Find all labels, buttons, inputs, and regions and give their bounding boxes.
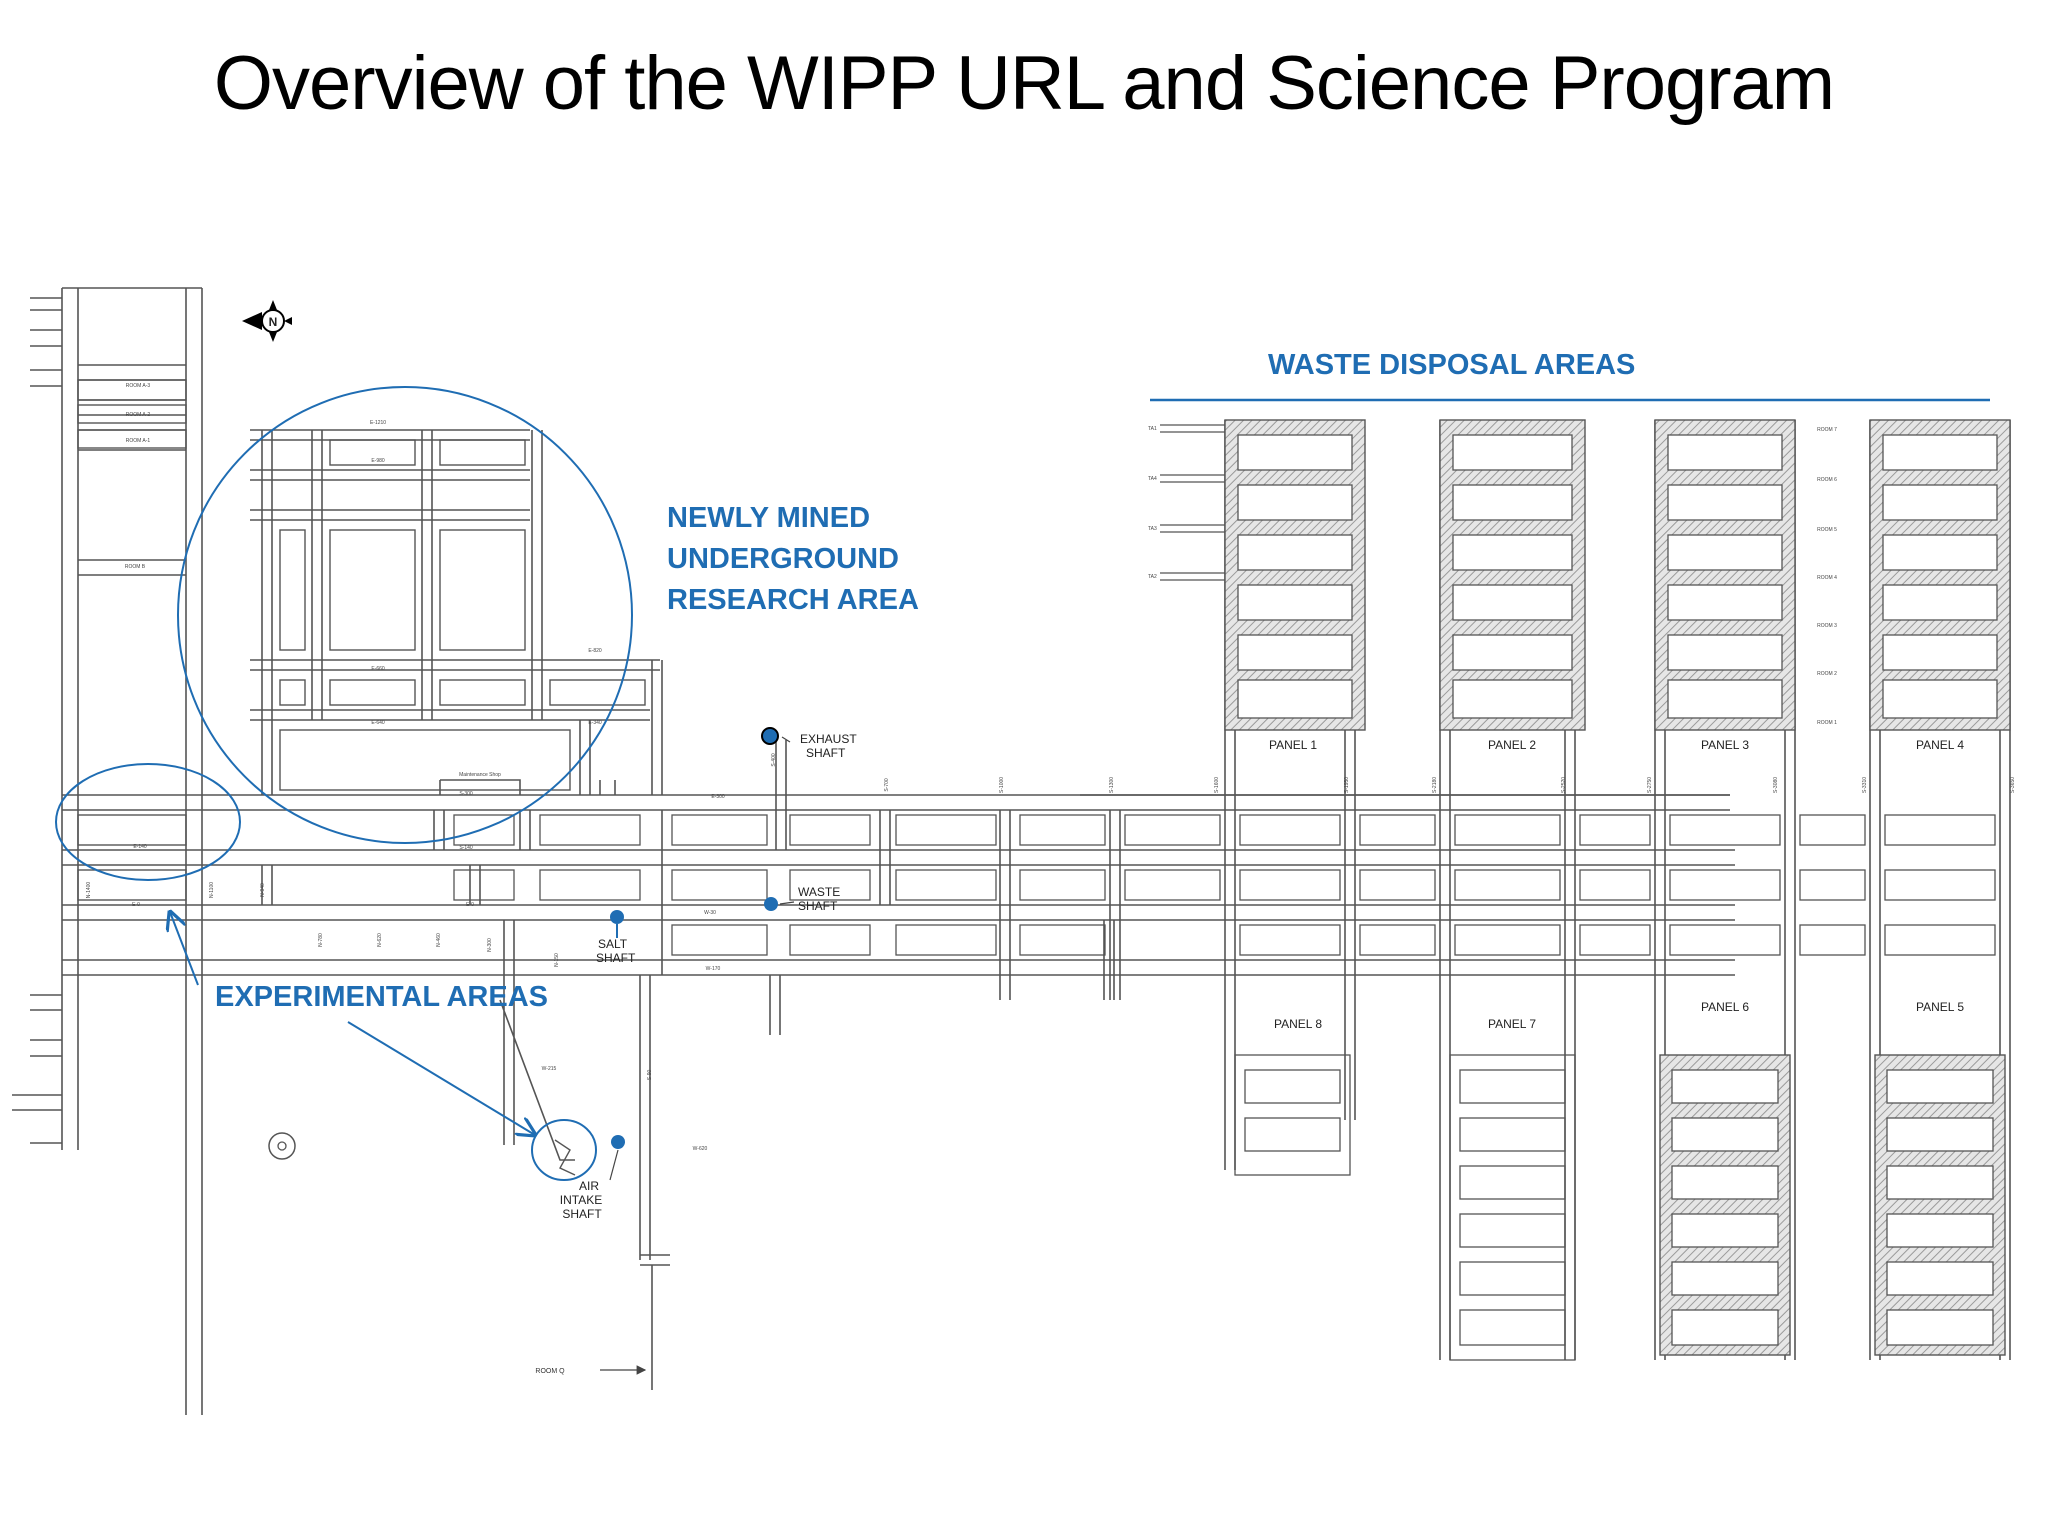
label-e980: E-980	[371, 458, 385, 464]
label-n300: N-300	[487, 938, 493, 952]
label-s1600: S-1600	[1214, 777, 1220, 793]
label-s400: S-400	[771, 753, 777, 767]
label-e140-west: E-140	[133, 844, 147, 850]
callout-newly-mined-line-3: RESEARCH AREA	[667, 584, 919, 616]
label-panel-3: PANEL 3	[1701, 738, 1749, 752]
label-panel-8: PANEL 8	[1274, 1017, 1322, 1031]
callout-experimental: EXPERIMENTAL AREAS	[215, 981, 549, 1013]
label-s2750: S-2750	[1647, 777, 1653, 793]
label-n150: N-150	[554, 953, 560, 967]
label-e820: E-820	[588, 648, 602, 654]
label-panel-6: PANEL 6	[1701, 1000, 1749, 1014]
panels-north	[1160, 419, 2011, 731]
label-waste-shaft-2: SHAFT	[798, 899, 838, 913]
label-panel-5: PANEL 5	[1916, 1000, 1964, 1014]
label-air-shaft-1: AIR	[579, 1179, 599, 1193]
label-s300: S-300	[459, 791, 473, 797]
west-rooms	[77, 379, 187, 901]
label-s3310: S-3310	[1862, 777, 1868, 793]
label-room-a3: ROOM A-3	[126, 383, 151, 389]
label-s90: S-90	[647, 1070, 653, 1081]
label-room-q: ROOM Q	[535, 1368, 565, 1375]
label-waste-shaft-1: WASTE	[798, 885, 840, 899]
research-rooms	[279, 439, 646, 791]
label-panel-2: PANEL 2	[1488, 738, 1536, 752]
callout-newly-mined: NEWLY MINED UNDERGROUND RESEARCH AREA	[667, 498, 919, 621]
label-w170: W-170	[706, 966, 721, 972]
north-label: N	[269, 315, 278, 329]
label-room-7: ROOM 7	[1817, 427, 1837, 433]
label-s140: S-140	[459, 845, 473, 851]
label-w30: W-30	[704, 910, 716, 916]
label-room-3: ROOM 3	[1817, 623, 1837, 629]
label-panel-1: PANEL 1	[1269, 738, 1317, 752]
label-panel-7: PANEL 7	[1488, 1017, 1536, 1031]
label-ta4: TA4	[1148, 476, 1157, 482]
panels-south	[1234, 1054, 2006, 1361]
callout-waste-disposal: WASTE DISPOSAL AREAS	[1268, 349, 1636, 381]
label-e640: E-640	[371, 720, 385, 726]
label-salt-shaft-2: SHAFT	[596, 951, 636, 965]
label-air-shaft-3: SHAFT	[562, 1207, 602, 1221]
label-e660: E-660	[371, 666, 385, 672]
slide-title: Overview of the WIPP URL and Science Pro…	[213, 41, 1835, 126]
callout-newly-mined-line-2: UNDERGROUND	[667, 543, 899, 575]
label-exhaust-shaft-1: EXHAUST	[800, 732, 857, 746]
map-labels: ROOM A-3 ROOM A-2 ROOM A-1 ROOM B ROOM Q…	[86, 383, 2016, 1375]
label-ta2: TA2	[1148, 574, 1157, 580]
label-e300: E-300	[711, 794, 725, 800]
shaft-markers	[268, 727, 779, 1181]
label-s2520: S-2520	[1561, 777, 1567, 793]
label-n460: N-460	[436, 933, 442, 947]
label-room-a1: ROOM A-1	[126, 438, 151, 444]
label-n940: N-940	[260, 883, 266, 897]
label-room-a2: ROOM A-2	[126, 412, 151, 418]
label-n1100: N-1100	[209, 882, 215, 898]
label-room-6: ROOM 6	[1817, 477, 1837, 483]
label-s3080: S-3080	[1773, 777, 1779, 793]
label-n780: N-780	[318, 933, 324, 947]
label-e0-mid: E-0	[466, 902, 474, 908]
label-room-4: ROOM 4	[1817, 575, 1837, 581]
label-s1300: S-1300	[1109, 777, 1115, 793]
main-blocks	[453, 814, 1996, 956]
label-n620: N-620	[377, 933, 383, 947]
label-ta1: TA1	[1148, 426, 1157, 432]
label-s3650: S-3650	[2010, 777, 2016, 793]
label-panel-4: PANEL 4	[1916, 738, 1964, 752]
label-s1000: S-1000	[999, 777, 1005, 793]
label-s700: S-700	[884, 778, 890, 792]
label-ta3: TA3	[1148, 526, 1157, 532]
label-exhaust-shaft-2: SHAFT	[806, 746, 846, 760]
label-s2180: S-2180	[1432, 777, 1438, 793]
label-w215: W-215	[542, 1066, 557, 1072]
label-salt-shaft-1: SALT	[598, 937, 628, 951]
label-room-b: ROOM B	[125, 564, 146, 570]
label-e0: E-0	[132, 902, 140, 908]
label-w620: W-620	[693, 1146, 708, 1152]
label-room-1: ROOM 1	[1817, 720, 1837, 726]
callout-shapes	[55, 386, 1990, 1181]
label-s1950: S-1950	[1344, 777, 1350, 793]
label-room-2: ROOM 2	[1817, 671, 1837, 677]
label-n1400: N-1400	[86, 882, 92, 899]
callout-newly-mined-line-1: NEWLY MINED	[667, 502, 871, 534]
label-e1210: E-1210	[370, 420, 386, 426]
label-air-shaft-2: INTAKE	[560, 1193, 602, 1207]
label-room-5: ROOM 5	[1817, 527, 1837, 533]
label-maintenance: Maintenance Shop	[459, 772, 501, 778]
north-arrow-icon: N	[242, 300, 292, 342]
label-e340: E-340	[588, 720, 602, 726]
